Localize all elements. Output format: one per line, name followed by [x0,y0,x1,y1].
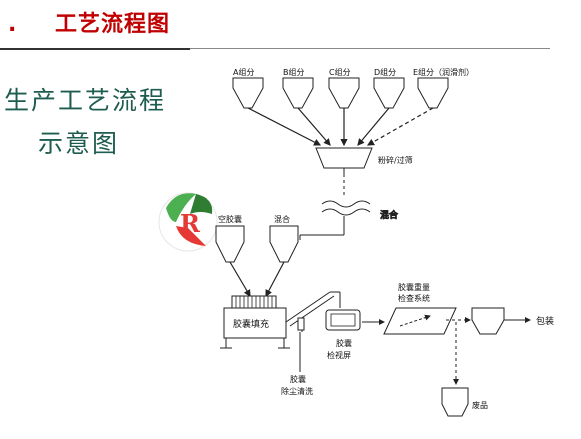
dust-label-2: 除尘清洗 [281,386,313,396]
hopper-to-filler-lines [229,261,285,298]
filler-conveyor [285,291,341,332]
empty-capsule-label: 空胶囊 [218,214,242,224]
page-title: 工艺流程图 [55,12,171,37]
hopper-b-label: B组分 [283,67,305,77]
dust-label-1: 胶囊 [290,374,306,384]
mixer-to-hoppers-pipe [299,234,344,240]
mill-to-mixer-line: 混合 [321,174,399,235]
company-logo: R [158,192,218,252]
header-divider-light [190,48,550,49]
header-divider-dark [0,48,190,50]
weight-check-system: 胶囊重量 检查系统 [383,282,457,335]
hopper-c-label: C组分 [329,67,351,77]
mill-label: 粉碎/过筛 [378,155,413,165]
hopper-d-label: D组分 [374,67,396,77]
mixer-label: 混合 [380,209,398,221]
mixed-powder-label: 混合 [274,214,290,224]
inspection-screen: 胶囊 检视屏 [325,309,361,360]
hopper-e: E组分（润滑剂） [413,67,474,109]
hopper-b: B组分 [282,67,314,109]
packing-hopper: 包装 [471,307,554,335]
hopper-c: C组分 [328,67,360,109]
header-bullet: . [8,12,17,37]
hopper-a-label: A组分 [233,67,254,77]
weight-label-1: 胶囊重量 [398,282,430,292]
waste-label: 废品 [472,400,488,410]
logo-letter: R [180,209,201,238]
subtitle-line-1: 生产工艺流程 [4,86,167,115]
feed-lines [247,107,434,147]
capsule-filler: 胶囊填充 [220,295,290,349]
weight-label-2: 检查系统 [398,293,430,303]
inspection-label-1: 胶囊 [336,338,352,348]
filler-label: 胶囊填充 [233,318,269,330]
empty-capsule-hopper: 空胶囊 [215,214,245,263]
inspection-label-2: 检视屏 [327,350,351,360]
subtitle-line-2: 示意图 [38,129,120,158]
packing-label: 包装 [536,315,554,327]
mill: 粉碎/过筛 [315,147,413,174]
hopper-e-label: E组分（润滑剂） [413,67,474,77]
hopper-d: D组分 [373,67,405,109]
mixed-powder-hopper: 混合 [269,214,299,263]
hopper-a: A组分 [232,67,264,109]
waste-bin: 废品 [441,387,488,417]
